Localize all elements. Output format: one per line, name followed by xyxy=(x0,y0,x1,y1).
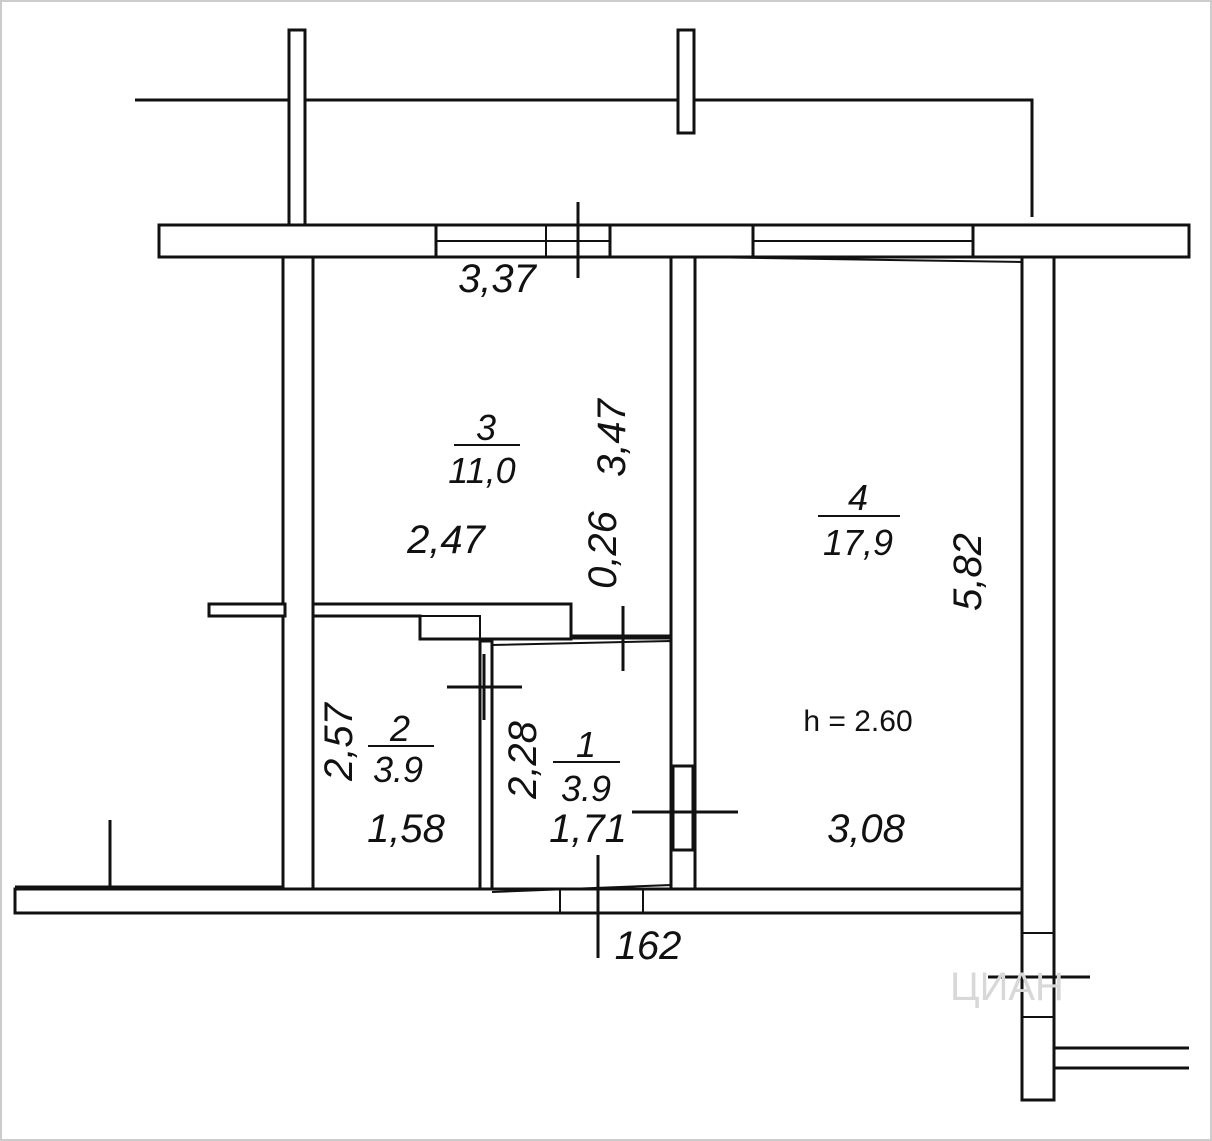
watermark: ЦИАН xyxy=(950,965,1064,1009)
dim-room3-height: 3,47 xyxy=(590,397,634,477)
door-opening-room4 xyxy=(671,764,695,852)
dim-top-width: 3,37 xyxy=(458,257,538,301)
room3-number: 3 xyxy=(476,407,496,448)
dim-room3-width: 2,47 xyxy=(406,518,487,562)
dim-partition-offset: 0,26 xyxy=(581,510,625,589)
top-exterior-wall xyxy=(157,223,1191,259)
room4-number: 4 xyxy=(848,477,868,518)
room2-number: 2 xyxy=(389,708,410,749)
dim-door-width: 162 xyxy=(615,924,682,968)
room1-number: 1 xyxy=(576,724,596,765)
dim-room1-width: 1,71 xyxy=(549,807,627,851)
room4-outline xyxy=(694,256,1023,890)
room4-area: 17,9 xyxy=(823,522,893,563)
balcony-post-left xyxy=(287,28,307,227)
wall-room2-room1 xyxy=(478,639,494,891)
partition-wall xyxy=(311,602,573,641)
dim-room4-width: 3,08 xyxy=(827,807,906,851)
room2-area: 3.9 xyxy=(373,749,423,790)
right-exterior-wall xyxy=(1020,255,1056,1102)
dim-room2-width: 1,58 xyxy=(367,807,446,851)
dim-room2-height: 2,57 xyxy=(317,701,361,782)
left-wall-stub xyxy=(207,602,287,618)
ceiling-height-label: h = 2.60 xyxy=(803,705,912,738)
bottom-exterior-wall xyxy=(13,887,1032,915)
left-exterior-wall xyxy=(281,255,315,891)
balcony-post-right xyxy=(676,28,696,135)
balcony-outline xyxy=(135,98,1034,217)
room1-area: 3.9 xyxy=(561,768,611,809)
room3-area: 11,0 xyxy=(448,450,515,491)
dim-room4-height: 5,82 xyxy=(946,533,990,611)
dim-room1-height: 2,28 xyxy=(501,720,545,800)
